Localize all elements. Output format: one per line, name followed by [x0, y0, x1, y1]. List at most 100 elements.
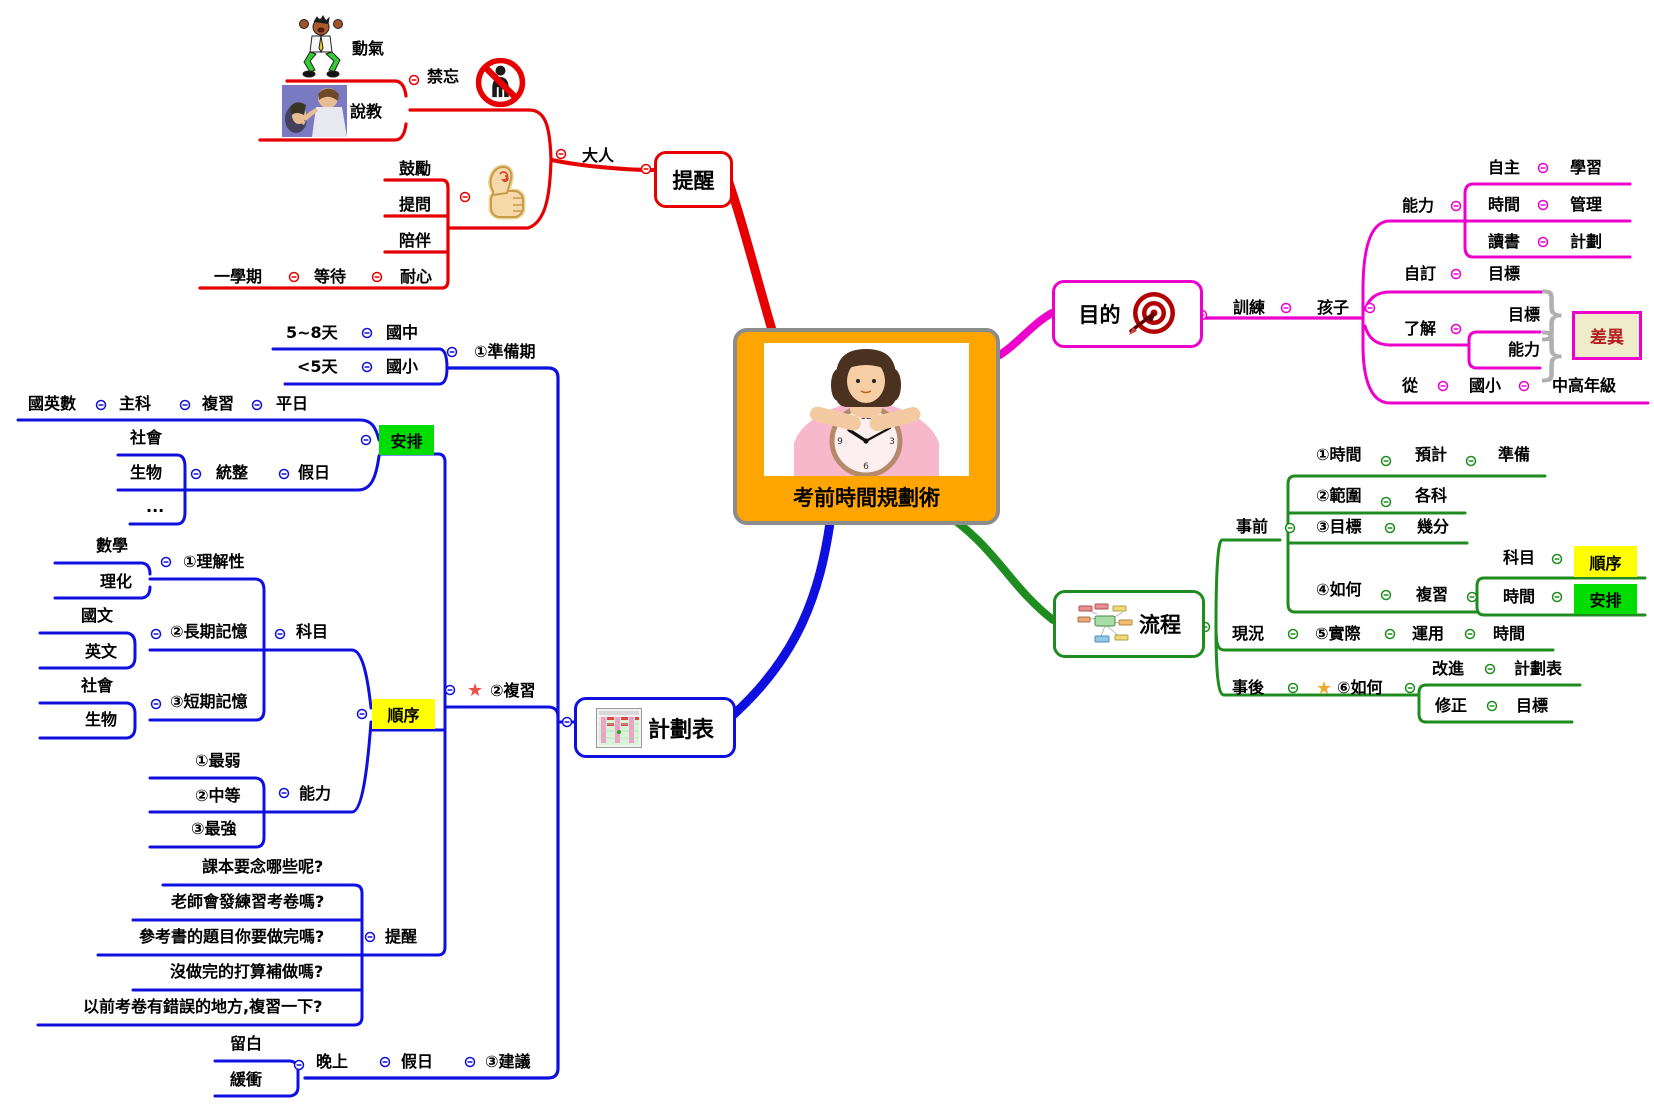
- node-goal-green[interactable]: 目標: [1516, 696, 1549, 715]
- node-child[interactable]: 孩子: [1317, 298, 1350, 317]
- node-social2[interactable]: 社會: [81, 676, 114, 695]
- fold-icon[interactable]: [1450, 200, 1462, 212]
- node-chinese[interactable]: 國文: [81, 606, 114, 625]
- node-junior-high[interactable]: 國中: [386, 323, 419, 342]
- node-weekday[interactable]: 平日: [276, 394, 309, 413]
- node-buffer[interactable]: 緩衝: [230, 1070, 263, 1089]
- node-question3[interactable]: 參考書的題目你要做完嗎?: [139, 927, 325, 946]
- node-question2[interactable]: 老師會發練習考卷嗎?: [171, 892, 325, 911]
- node-ability-blue[interactable]: 能力: [299, 784, 332, 803]
- preach-photo[interactable]: [282, 85, 347, 137]
- node-arrange-highlight-green-branch[interactable]: 安排: [1574, 584, 1637, 614]
- node-blank[interactable]: 留白: [230, 1034, 263, 1053]
- node-forbid[interactable]: 禁忘: [427, 67, 460, 86]
- node-order-highlight-green-branch[interactable]: 順序: [1574, 546, 1637, 577]
- fold-icon[interactable]: [278, 787, 290, 799]
- node-weekend[interactable]: 假日: [298, 463, 331, 482]
- node-train[interactable]: 訓練: [1233, 298, 1266, 317]
- fold-icon[interactable]: [160, 556, 172, 568]
- node-time-manage[interactable]: 時間: [1488, 195, 1521, 214]
- fold-icon[interactable]: [150, 698, 162, 710]
- node-before[interactable]: 事前: [1236, 517, 1269, 536]
- node-step1-time[interactable]: ①時間: [1316, 445, 1362, 464]
- fold-icon[interactable]: [1404, 682, 1416, 694]
- node-difference[interactable]: 差異: [1572, 311, 1642, 360]
- node-understand[interactable]: 了解: [1404, 319, 1437, 338]
- fold-icon[interactable]: [360, 434, 372, 446]
- no-person-icon[interactable]: [474, 56, 527, 109]
- node-main-subjects[interactable]: 主科: [119, 394, 152, 413]
- node-a3-strongest[interactable]: ③最強: [191, 819, 237, 838]
- node-subjects[interactable]: 各科: [1415, 486, 1448, 505]
- node-p2-review[interactable]: ②複習: [490, 681, 536, 700]
- node-upper-grades[interactable]: 中高年級: [1552, 376, 1617, 395]
- thumbs-up-icon[interactable]: [483, 163, 531, 223]
- node-prepare[interactable]: 準備: [1498, 445, 1531, 464]
- fold-icon[interactable]: [1284, 522, 1296, 534]
- node-u2-longterm[interactable]: ②長期記憶: [170, 622, 248, 641]
- fold-icon[interactable]: [1280, 302, 1292, 314]
- fold-icon[interactable]: [1464, 628, 1476, 640]
- angry-person-icon[interactable]: [296, 14, 346, 78]
- node-review-blue[interactable]: 複習: [202, 394, 235, 413]
- fold-icon[interactable]: [1537, 199, 1549, 211]
- node-fix[interactable]: 修正: [1435, 696, 1468, 715]
- node-sci[interactable]: 理化: [100, 572, 133, 591]
- fold-icon[interactable]: [1287, 682, 1299, 694]
- node-encourage[interactable]: 鼓勵: [399, 159, 432, 178]
- fold-icon[interactable]: [361, 361, 373, 373]
- fold-icon[interactable]: [1484, 663, 1496, 675]
- node-goal2[interactable]: 目標: [1508, 305, 1541, 324]
- node-a2-middle[interactable]: ②中等: [195, 786, 241, 805]
- node-current[interactable]: 現況: [1232, 624, 1265, 643]
- node-step4-how[interactable]: ④如何: [1316, 580, 1362, 599]
- node-reading[interactable]: 讀書: [1488, 232, 1521, 251]
- fold-icon[interactable]: [288, 271, 300, 283]
- fold-icon[interactable]: [190, 468, 202, 480]
- node-remind-blue[interactable]: 提醒: [385, 927, 418, 946]
- node-p1-preparation[interactable]: ①準備期: [474, 342, 536, 361]
- fold-icon[interactable]: [1537, 236, 1549, 248]
- node-ability2[interactable]: 能力: [1508, 340, 1541, 359]
- fold-icon[interactable]: [459, 191, 471, 203]
- node-ask[interactable]: 提問: [399, 195, 432, 214]
- node-holiday[interactable]: 假日: [401, 1052, 434, 1071]
- node-semester[interactable]: 一學期: [214, 267, 263, 286]
- node-etc[interactable]: ...: [146, 497, 165, 516]
- node-adult[interactable]: 大人: [582, 146, 615, 165]
- fold-icon[interactable]: [1380, 589, 1392, 601]
- fold-icon[interactable]: [179, 399, 191, 411]
- center-node[interactable]: 123 69 考前時間規劃術: [733, 328, 1000, 525]
- node-wait[interactable]: 等待: [314, 267, 347, 286]
- node-order-highlight[interactable]: 順序: [372, 699, 435, 729]
- node-remind[interactable]: 提醒: [654, 151, 733, 208]
- node-a1-weakest[interactable]: ①最弱: [195, 751, 241, 770]
- node-subject-green[interactable]: 科目: [1503, 548, 1536, 567]
- fold-icon[interactable]: [379, 1056, 391, 1068]
- node-accompany[interactable]: 陪伴: [399, 231, 432, 250]
- node-review-green[interactable]: 複習: [1416, 585, 1449, 604]
- fold-icon[interactable]: [95, 399, 107, 411]
- node-score[interactable]: 幾分: [1417, 517, 1450, 536]
- fold-icon[interactable]: [1450, 323, 1462, 335]
- node-p3-suggestion[interactable]: ③建議: [485, 1052, 531, 1071]
- fold-icon[interactable]: [1537, 162, 1549, 174]
- node-plan-word[interactable]: 計劃: [1570, 232, 1603, 251]
- fold-icon[interactable]: [251, 399, 263, 411]
- node-step6-how[interactable]: ⑥如何: [1337, 678, 1383, 697]
- fold-icon[interactable]: [150, 628, 162, 640]
- node-question1[interactable]: 課本要念哪些呢?: [202, 857, 324, 876]
- fold-icon[interactable]: [444, 684, 456, 696]
- fold-icon[interactable]: [356, 708, 368, 720]
- fold-icon[interactable]: [1450, 268, 1462, 280]
- node-apply[interactable]: 運用: [1412, 624, 1445, 643]
- node-subject-blue[interactable]: 科目: [296, 622, 329, 641]
- fold-icon[interactable]: [274, 628, 286, 640]
- node-time2-green[interactable]: 時間: [1493, 624, 1526, 643]
- fold-icon[interactable]: [1465, 455, 1477, 467]
- node-autonomy[interactable]: 自主: [1488, 158, 1521, 177]
- node-bio[interactable]: 生物: [130, 463, 163, 482]
- node-question5[interactable]: 以前考卷有錯誤的地方,複習一下?: [83, 997, 323, 1016]
- node-u1-comprehension[interactable]: ①理解性: [183, 552, 245, 571]
- node-improve[interactable]: 改進: [1432, 659, 1465, 678]
